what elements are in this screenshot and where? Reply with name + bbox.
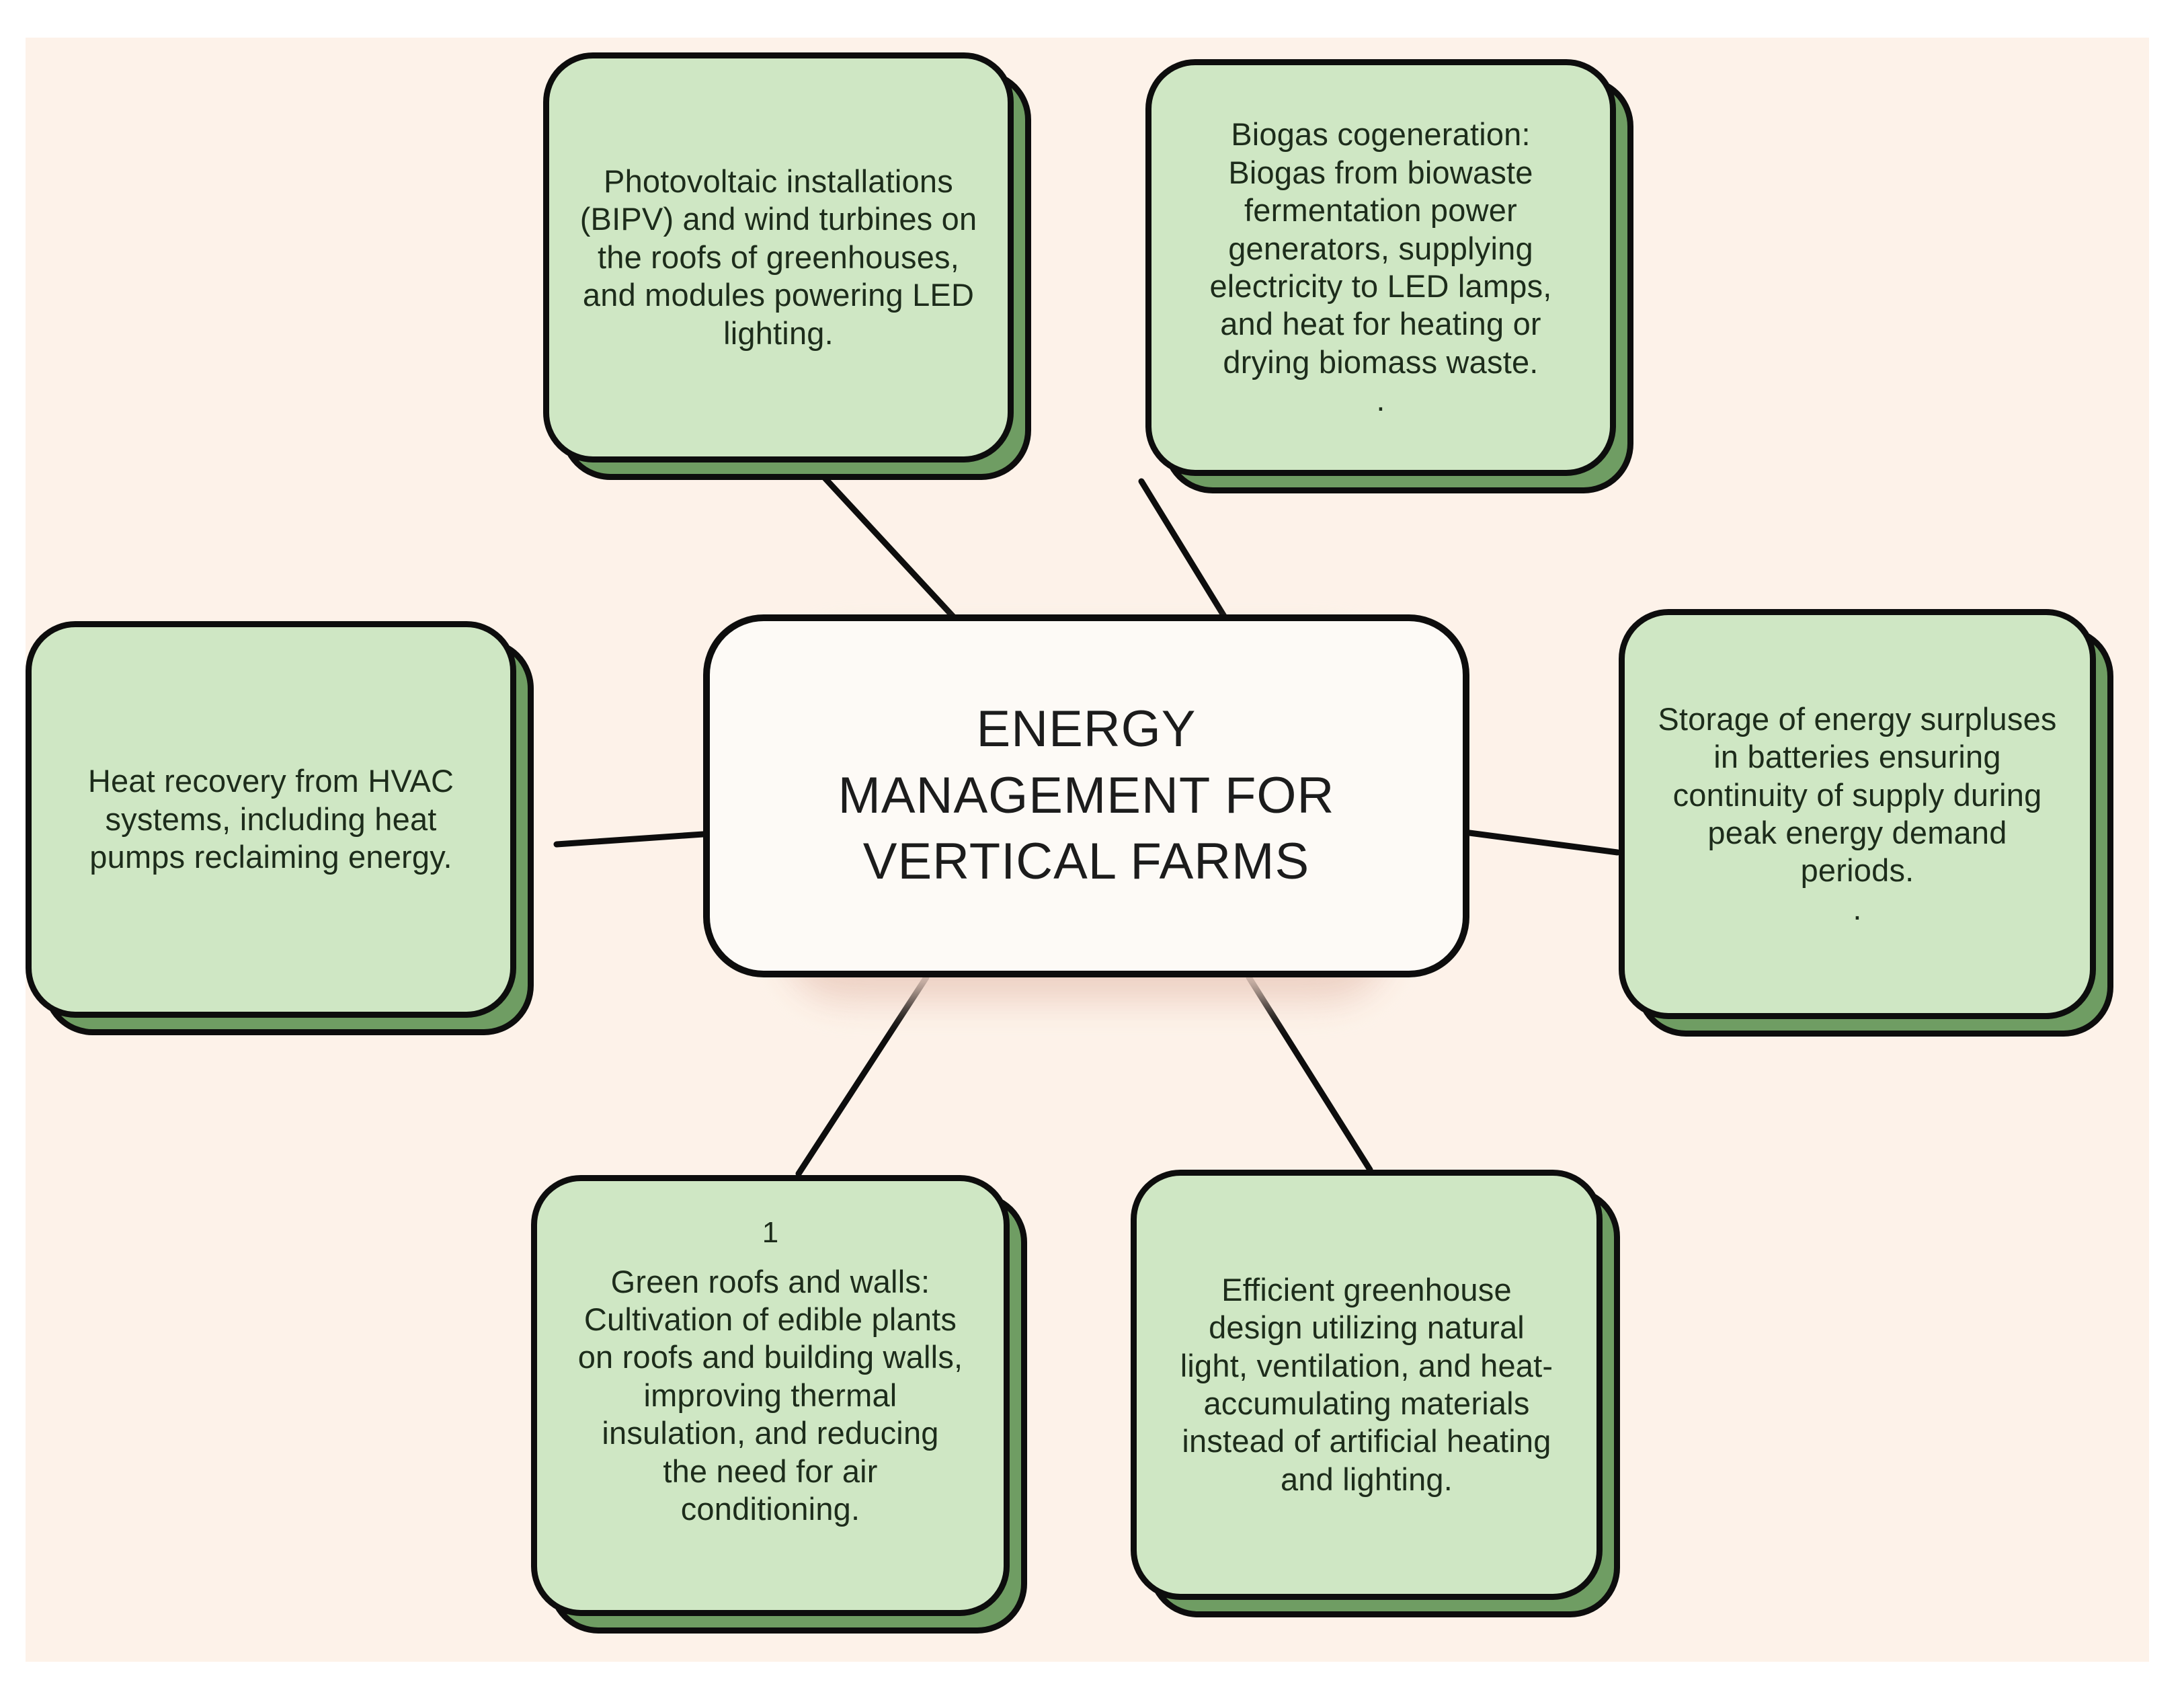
node-face: Biogas cogeneration: Biogas from biowast…: [1145, 59, 1616, 476]
node-photovoltaic[interactable]: Photovoltaic installations (BIPV) and wi…: [543, 52, 1031, 480]
node-center[interactable]: ENERGY MANAGEMENT FOR VERTICAL FARMS: [703, 614, 1469, 1000]
node-face: Photovoltaic installations (BIPV) and wi…: [543, 52, 1014, 462]
node-text: Storage of energy surpluses in batteries…: [1658, 700, 2057, 926]
node-text: Heat recovery from HVAC systems, includi…: [87, 763, 454, 875]
connector-center-to-biogas: [1138, 478, 1232, 627]
node-biogas[interactable]: Biogas cogeneration: Biogas from biowast…: [1145, 59, 1633, 493]
node-storage[interactable]: Storage of energy surpluses in batteries…: [1619, 609, 2113, 1037]
connector-center-to-efficient-greenhouse: [1246, 974, 1373, 1173]
center-node-face: ENERGY MANAGEMENT FOR VERTICAL FARMS: [703, 614, 1469, 977]
node-text: Green roofs and walls: Cultivation of ed…: [577, 1263, 963, 1527]
center-node-title: ENERGY MANAGEMENT FOR VERTICAL FARMS: [838, 700, 1335, 891]
node-marker: 1: [762, 1216, 779, 1249]
node-face: Efficient greenhouse design utilizing na…: [1131, 1170, 1603, 1600]
mindmap-canvas: Photovoltaic installations (BIPV) and wi…: [26, 38, 2149, 1662]
node-text: Biogas cogeneration: Biogas from biowast…: [1209, 116, 1552, 418]
node-face: Heat recovery from HVAC systems, includi…: [26, 621, 516, 1018]
connector-center-to-storage: [1466, 830, 1621, 856]
node-text: Efficient greenhouse design utilizing na…: [1180, 1271, 1553, 1497]
node-green-roofs[interactable]: 1 Green roofs and walls: Cultivation of …: [531, 1175, 1027, 1634]
connector-center-to-photovoltaic: [812, 465, 963, 627]
node-text: Photovoltaic installations (BIPV) and wi…: [579, 163, 977, 351]
node-face: Storage of energy surpluses in batteries…: [1619, 609, 2096, 1019]
node-efficient-greenhouse[interactable]: Efficient greenhouse design utilizing na…: [1131, 1170, 1620, 1617]
node-heat-recovery[interactable]: Heat recovery from HVAC systems, includi…: [26, 621, 534, 1035]
node-face: 1 Green roofs and walls: Cultivation of …: [531, 1175, 1010, 1616]
connector-center-to-green-roofs: [795, 974, 930, 1177]
connector-center-to-heat-recovery: [553, 831, 706, 848]
